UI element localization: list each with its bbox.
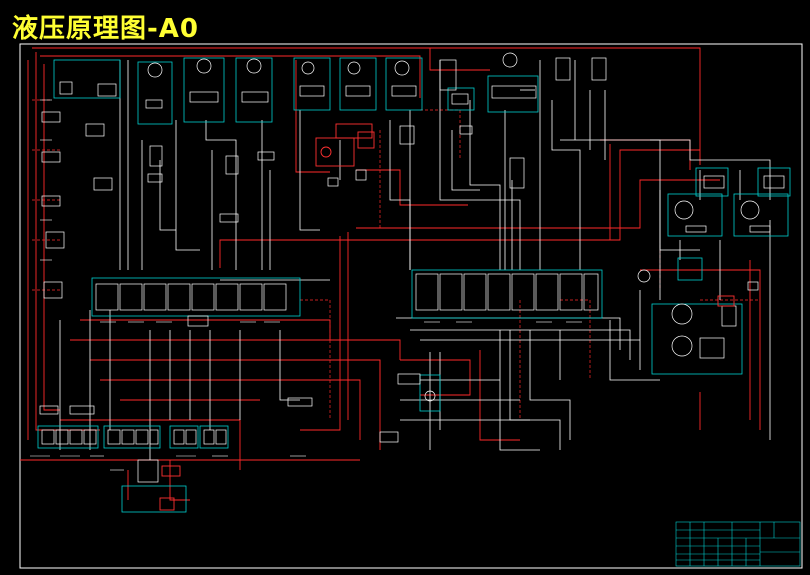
schematic-annotations: [30, 99, 582, 471]
return-lines: [59, 60, 771, 460]
drawing-title: 液压原理图-A0: [12, 14, 200, 44]
title-block: [675, 521, 801, 567]
highlighted-components: [159, 123, 735, 511]
pilot-lines: [30, 99, 760, 420]
drawing-border: [19, 43, 803, 569]
component-frames: [37, 57, 791, 513]
valve-symbols: [39, 52, 785, 483]
